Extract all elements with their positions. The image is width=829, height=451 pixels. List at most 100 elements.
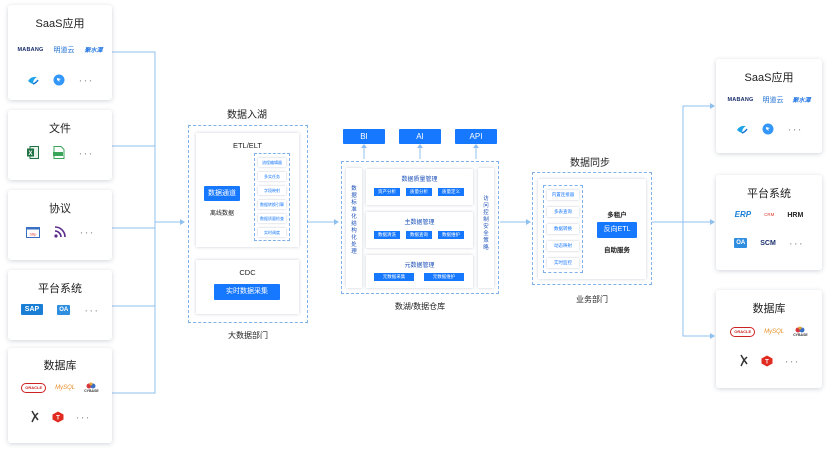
offline-data-label: 离线数据 (209, 211, 234, 217)
source-platform-card: 平台系统 SAP OA ··· (8, 270, 112, 340)
sync-feature-list: 内置连接器 多表查询 数据转换 动态映射 实时监控 (543, 185, 583, 273)
mabang-logo: MABANG (17, 46, 44, 53)
card-title: 数据库 (43, 360, 77, 372)
bi-output-button[interactable]: BI (343, 129, 385, 144)
card-title: 文件 (49, 123, 71, 135)
data-query-button[interactable]: 数据查询 (406, 231, 432, 239)
mysql-logo: MySQL (55, 384, 76, 391)
ai-output-button[interactable]: AI (399, 129, 441, 144)
sap-logo: SAP (20, 304, 44, 315)
realtime-capture-button[interactable]: 实时数据采集 (214, 284, 280, 300)
tdengine-icon (739, 354, 748, 367)
mabang-logo: MABANG (727, 96, 754, 103)
tdengine-icon (30, 410, 39, 423)
master-data-box: 主数据管理 数据清洗 数据查询 数据维护 (366, 212, 473, 248)
lake-caption: 数湖/数据仓库 (394, 302, 446, 311)
data-cleansing-button[interactable]: 数据清洗 (374, 231, 400, 239)
metadata-mgmt-box: 元数据管理 元数据采集 元数据维护 (366, 255, 473, 288)
erp-logo: ERP (734, 210, 752, 219)
card-title: 平台系统 (38, 283, 82, 295)
more-indicator: ··· (784, 353, 800, 368)
quality-analysis-button[interactable]: 质量分析 (406, 188, 432, 196)
csv-icon (52, 146, 64, 159)
target-saas-card: SaaS应用 MABANG 明道云 聚水潭 ··· (716, 59, 822, 153)
rss-icon (53, 226, 66, 238)
security-text: 访问控制安全策略 (483, 196, 489, 251)
list-item: 动态映射 (547, 241, 579, 251)
card-title: 协议 (49, 203, 71, 215)
self-service-label: 自助服务 (604, 247, 630, 254)
security-panel: 访问控制安全策略 (478, 168, 494, 288)
master-data-title: 主数据管理 (404, 220, 435, 226)
more-indicator: ··· (79, 225, 95, 239)
list-item: 内置连接器 (547, 190, 579, 200)
standardize-panel: 数据标准化结构化处理 (346, 168, 362, 288)
quality-mgmt-title: 数据质量管理 (401, 177, 438, 183)
target-database-card: 数据库 ORACLE MySQL CYBASE T ··· (716, 290, 822, 388)
mingdao-logo: 明道云 (762, 97, 784, 104)
etl-feature-list: 流程编辑器 多实任务 字段映射 数据转换引擎 数据质量检查 实时调度 (254, 153, 290, 241)
cdc-title: CDC (239, 268, 256, 277)
wecom-icon (27, 76, 39, 85)
etl-box: ETL/ELT 数据通道 离线数据 流程编辑器 多实任务 字段映射 数据转换引擎… (196, 133, 299, 247)
cybase-logo: CYBASE (793, 326, 808, 338)
metadata-mgmt-title: 元数据管理 (404, 263, 435, 269)
multi-tenant-label: 多租户 (607, 212, 627, 219)
http-icon: http (25, 226, 40, 238)
list-item: 数据质量检查 (258, 214, 286, 223)
metadata-collect-button[interactable]: 元数据采集 (374, 273, 414, 281)
list-item: 多表查询 (547, 207, 579, 217)
card-title: 平台系统 (747, 188, 791, 200)
oracle-logo: ORACLE (21, 382, 47, 393)
source-database-card: 数据库 ORACLE MySQL CYBASE T ··· (8, 348, 112, 443)
jushuitan-logo: 聚水潭 (84, 47, 103, 54)
reverse-etl-button[interactable]: 反向ETL (597, 222, 637, 238)
quality-definition-button[interactable]: 质量定义 (438, 188, 464, 196)
list-item: 数据转换 (547, 224, 579, 234)
crm-logo: CRM (764, 211, 775, 217)
cdc-box: CDC 实时数据采集 (196, 260, 299, 314)
svg-text:T: T (765, 359, 769, 365)
card-title: SaaS应用 (744, 72, 794, 84)
dingtalk-icon (53, 74, 64, 86)
asset-analysis-button[interactable]: 资产分析 (374, 188, 400, 196)
list-item: 实时调度 (258, 228, 286, 237)
oa-logo: OA (57, 304, 71, 315)
ingest-dept-label: 大数据部门 (228, 331, 268, 340)
cybase-mark-icon (795, 326, 805, 333)
svg-text:T: T (56, 415, 60, 421)
more-indicator: ··· (84, 302, 100, 317)
list-item: 字段映射 (258, 186, 286, 195)
scm-logo: SCM (760, 239, 776, 247)
cybase-logo: CYBASE (84, 382, 99, 394)
svg-text:http: http (29, 231, 36, 236)
data-channel-button[interactable]: 数据通道 (204, 186, 240, 201)
excel-icon: X (26, 146, 39, 159)
source-file-card: 文件 X ··· (8, 110, 112, 180)
more-indicator: ··· (78, 73, 94, 87)
data-maintenance-button[interactable]: 数据维护 (438, 231, 464, 239)
metadata-maintain-button[interactable]: 元数据维护 (424, 273, 464, 281)
ingest-title: 数据入湖 (227, 110, 267, 121)
card-title: 数据库 (752, 303, 786, 315)
oa-logo: OA (734, 238, 748, 248)
svg-text:X: X (28, 151, 32, 157)
more-indicator: ··· (788, 236, 804, 250)
sync-dept-label: 业务部门 (576, 295, 608, 304)
list-item: 多实任务 (258, 172, 286, 181)
ms-sql-icon: T (761, 355, 772, 366)
list-item: 实时监控 (547, 258, 579, 268)
sync-inner-box: 内置连接器 多表查询 数据转换 动态映射 实时监控 多租户 反向ETL 自助服务 (538, 179, 646, 279)
wecom-icon (736, 125, 748, 134)
card-title: SaaS应用 (35, 18, 85, 30)
cybase-mark-icon (86, 382, 96, 389)
api-output-button[interactable]: API (455, 129, 497, 144)
mysql-logo: MySQL (764, 328, 785, 335)
hrm-logo: HRM (787, 211, 804, 219)
more-indicator: ··· (78, 145, 94, 160)
source-protocol-card: 协议 http ··· (8, 190, 112, 260)
quality-mgmt-box: 数据质量管理 资产分析 质量分析 质量定义 (366, 169, 473, 205)
list-item: 数据转换引擎 (258, 200, 286, 209)
ms-sql-icon: T (52, 411, 63, 422)
